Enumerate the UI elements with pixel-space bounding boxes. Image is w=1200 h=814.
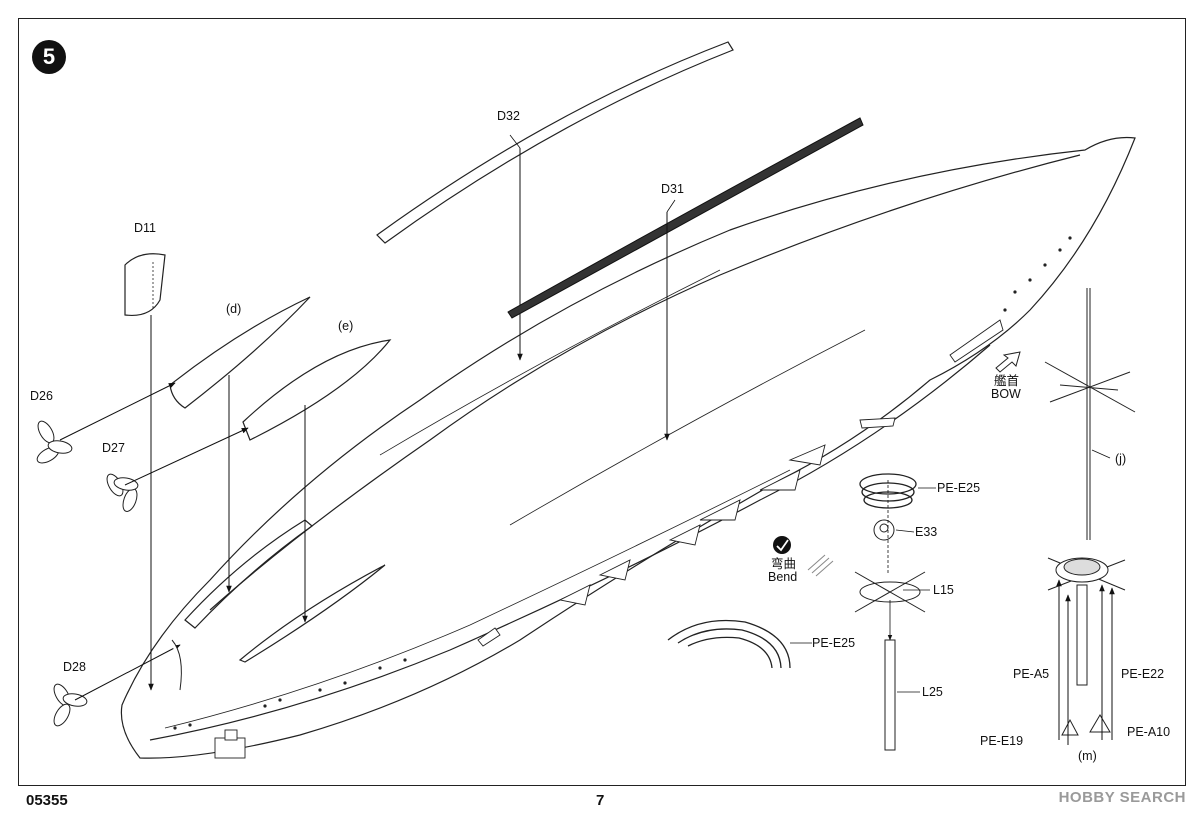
label-l25: L25	[922, 685, 943, 699]
part-l15	[854, 571, 926, 613]
hull-portholes	[173, 236, 1072, 730]
part-d11-rudder	[124, 253, 166, 317]
hull-outline	[120, 136, 1136, 759]
bend-hatch-icon	[807, 554, 834, 577]
label-pe-e25-top: PE-E25	[937, 481, 980, 495]
d27-arrow	[124, 427, 249, 486]
bend-icon	[773, 536, 791, 554]
hull-long-line-1	[509, 329, 866, 526]
part-d32	[376, 41, 734, 244]
d28-arrow	[74, 644, 181, 701]
label-e: (e)	[338, 319, 353, 333]
page-frame	[18, 18, 1186, 786]
label-m: (m)	[1078, 749, 1097, 763]
label-d31: D31	[661, 182, 684, 196]
label-bow-cn: 艦首	[994, 374, 1019, 388]
pe-e25-rail	[667, 619, 791, 669]
hull-details	[214, 319, 1004, 759]
label-pe-e22: PE-E22	[1121, 667, 1164, 681]
part-d31	[507, 117, 864, 319]
propeller-d27	[106, 473, 139, 512]
mast-assembly-m	[1047, 557, 1126, 736]
hull-sonar-slot-lower	[238, 564, 386, 663]
label-d32: D32	[497, 109, 520, 123]
hull-waterline	[164, 469, 791, 729]
label-l15: L15	[933, 583, 954, 597]
hull-keel-line	[149, 344, 991, 741]
label-pe-a10: PE-A10	[1127, 725, 1170, 739]
label-d27: D27	[102, 441, 125, 455]
label-d11: D11	[134, 221, 156, 235]
hull-deck-edge	[209, 154, 1081, 611]
hull	[120, 136, 1136, 759]
part-e33	[873, 519, 895, 541]
part-d-fin	[169, 296, 311, 409]
propeller-d26	[36, 420, 73, 464]
label-e33: E33	[915, 525, 937, 539]
label-bend-cn: 弯曲	[771, 556, 796, 571]
mast-assembly-j	[1044, 288, 1136, 540]
product-code: 05355	[26, 792, 68, 809]
label-d26: D26	[30, 389, 53, 403]
part-e-fin	[242, 339, 392, 441]
bow-direction-arrow	[995, 351, 1021, 373]
label-bow-en: BOW	[991, 387, 1021, 401]
watermark: HOBBY SEARCH	[1059, 789, 1186, 806]
d26-arrow	[59, 382, 176, 441]
hull-long-line-2	[379, 269, 721, 456]
part-l25	[884, 639, 896, 751]
label-j: (j)	[1115, 452, 1126, 466]
step-number-badge: 5	[32, 40, 66, 74]
hull-groove-left	[184, 519, 313, 629]
label-pe-e19: PE-E19	[980, 734, 1023, 748]
label-d: (d)	[226, 302, 241, 316]
label-pe-e25-rail: PE-E25	[812, 636, 855, 650]
watermark-text: HOBBY SEARCH	[1058, 789, 1186, 806]
propeller-d28	[53, 683, 88, 727]
label-pe-a5: PE-A5	[1013, 667, 1049, 681]
label-d28: D28	[63, 660, 86, 674]
label-bend-en: Bend	[768, 570, 797, 584]
page-number: 7	[596, 792, 605, 809]
